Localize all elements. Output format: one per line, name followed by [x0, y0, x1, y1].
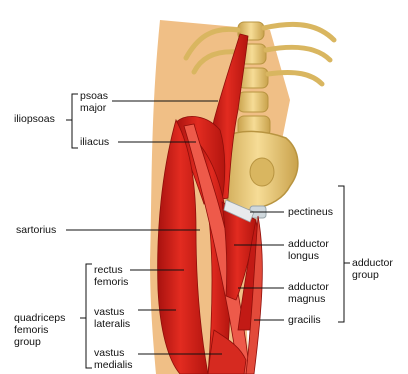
label-vastus-lateralis: vastus lateralis: [94, 306, 130, 330]
label-adductor-group: adductor group: [352, 257, 393, 281]
label-psoas-major: psoas major: [80, 90, 108, 114]
label-quadriceps-group: quadriceps femoris group: [14, 312, 65, 348]
label-vastus-medialis: vastus medialis: [94, 347, 133, 371]
obturator-foramen: [250, 158, 274, 186]
label-adductor-longus: adductor longus: [288, 238, 329, 262]
label-adductor-magnus: adductor magnus: [288, 281, 329, 305]
label-sartorius: sartorius: [16, 224, 56, 236]
label-gracilis: gracilis: [288, 314, 321, 326]
label-iliacus: iliacus: [80, 136, 109, 148]
label-pectineus: pectineus: [288, 206, 333, 218]
label-rectus-femoris: rectus femoris: [94, 264, 128, 288]
label-iliopsoas: iliopsoas: [14, 113, 55, 125]
